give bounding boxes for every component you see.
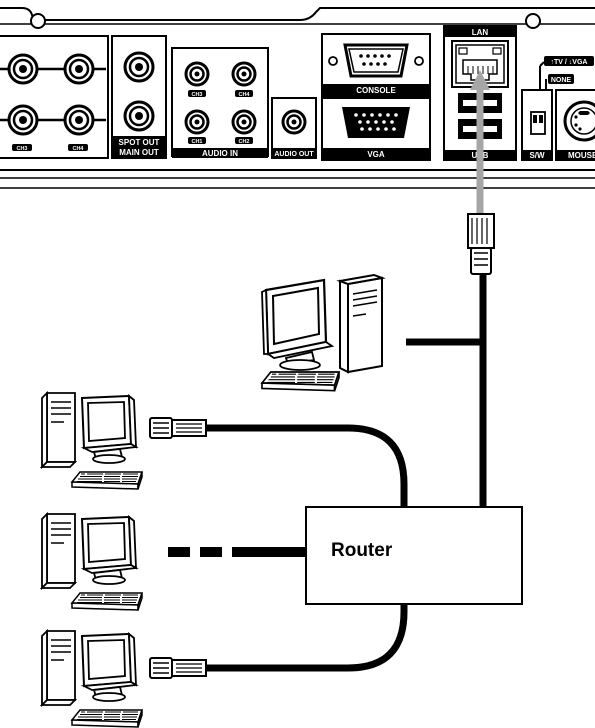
main-out-label: MAIN OUT bbox=[119, 148, 159, 157]
none-label: NONE bbox=[551, 77, 572, 84]
router: Router bbox=[305, 506, 523, 605]
audio-ch1-label: CH1 bbox=[191, 139, 202, 145]
console-vga-block: CONSOLE VGA bbox=[321, 33, 431, 161]
client-pc-2 bbox=[42, 514, 142, 610]
rca-connector bbox=[184, 109, 210, 135]
video-input-block: CH3 CH4 bbox=[0, 35, 109, 159]
vga-label: VGA bbox=[367, 150, 385, 159]
sw-label: S/W bbox=[529, 151, 545, 160]
bnc-connector bbox=[7, 104, 39, 136]
mouse-label: MOUSE bbox=[568, 151, 595, 160]
audio-ch3-label: CH3 bbox=[191, 92, 202, 98]
dvr-rear-panel: CH3 CH4 SPOT OUT MAIN OUT CH3 CH4 CH1 bbox=[0, 0, 595, 190]
bnc-connector bbox=[7, 53, 39, 85]
bnc-connector bbox=[63, 53, 95, 85]
client-pc-3 bbox=[42, 631, 142, 727]
audio-ch2-label: CH2 bbox=[238, 139, 249, 145]
mouse-port-block: MOUSE bbox=[555, 89, 595, 161]
ch4-label: CH4 bbox=[72, 146, 84, 152]
client-pc-1 bbox=[42, 393, 142, 489]
bnc-connector bbox=[123, 100, 155, 132]
switch-block: ↑TV / ↓VGA NONE S/W bbox=[521, 56, 594, 161]
rca-connector bbox=[231, 61, 257, 87]
router-label: Router bbox=[331, 540, 393, 561]
audio-out-block: AUDIO OUT bbox=[271, 97, 317, 159]
lan-plug bbox=[467, 213, 495, 275]
client-cable-bottom bbox=[205, 604, 408, 672]
audio-in-block: CH3 CH4 CH1 CH2 AUDIO IN bbox=[171, 47, 269, 158]
tv-vga-label: ↑TV / ↓VGA bbox=[551, 59, 588, 66]
spot-main-out-block: SPOT OUT MAIN OUT bbox=[111, 35, 167, 159]
desktop-pc bbox=[261, 273, 386, 392]
bnc-connector bbox=[123, 51, 155, 83]
audio-out-label: AUDIO OUT bbox=[274, 151, 314, 158]
client-plug-top bbox=[149, 417, 207, 439]
rca-connector bbox=[281, 109, 307, 135]
client-cable-middle bbox=[168, 547, 306, 557]
bnc-connector bbox=[63, 104, 95, 136]
client-cable-top bbox=[205, 424, 408, 508]
lan-label: LAN bbox=[472, 28, 489, 37]
console-label: CONSOLE bbox=[356, 86, 396, 95]
lan-cable-link bbox=[406, 70, 495, 510]
client-plug-bottom bbox=[149, 657, 207, 679]
audio-ch4-label: CH4 bbox=[238, 92, 250, 98]
ch3-label: CH3 bbox=[16, 146, 27, 152]
rca-connector bbox=[231, 109, 257, 135]
audio-in-label: AUDIO IN bbox=[202, 149, 238, 158]
spot-out-label: SPOT OUT bbox=[119, 138, 160, 147]
rca-connector bbox=[184, 61, 210, 87]
